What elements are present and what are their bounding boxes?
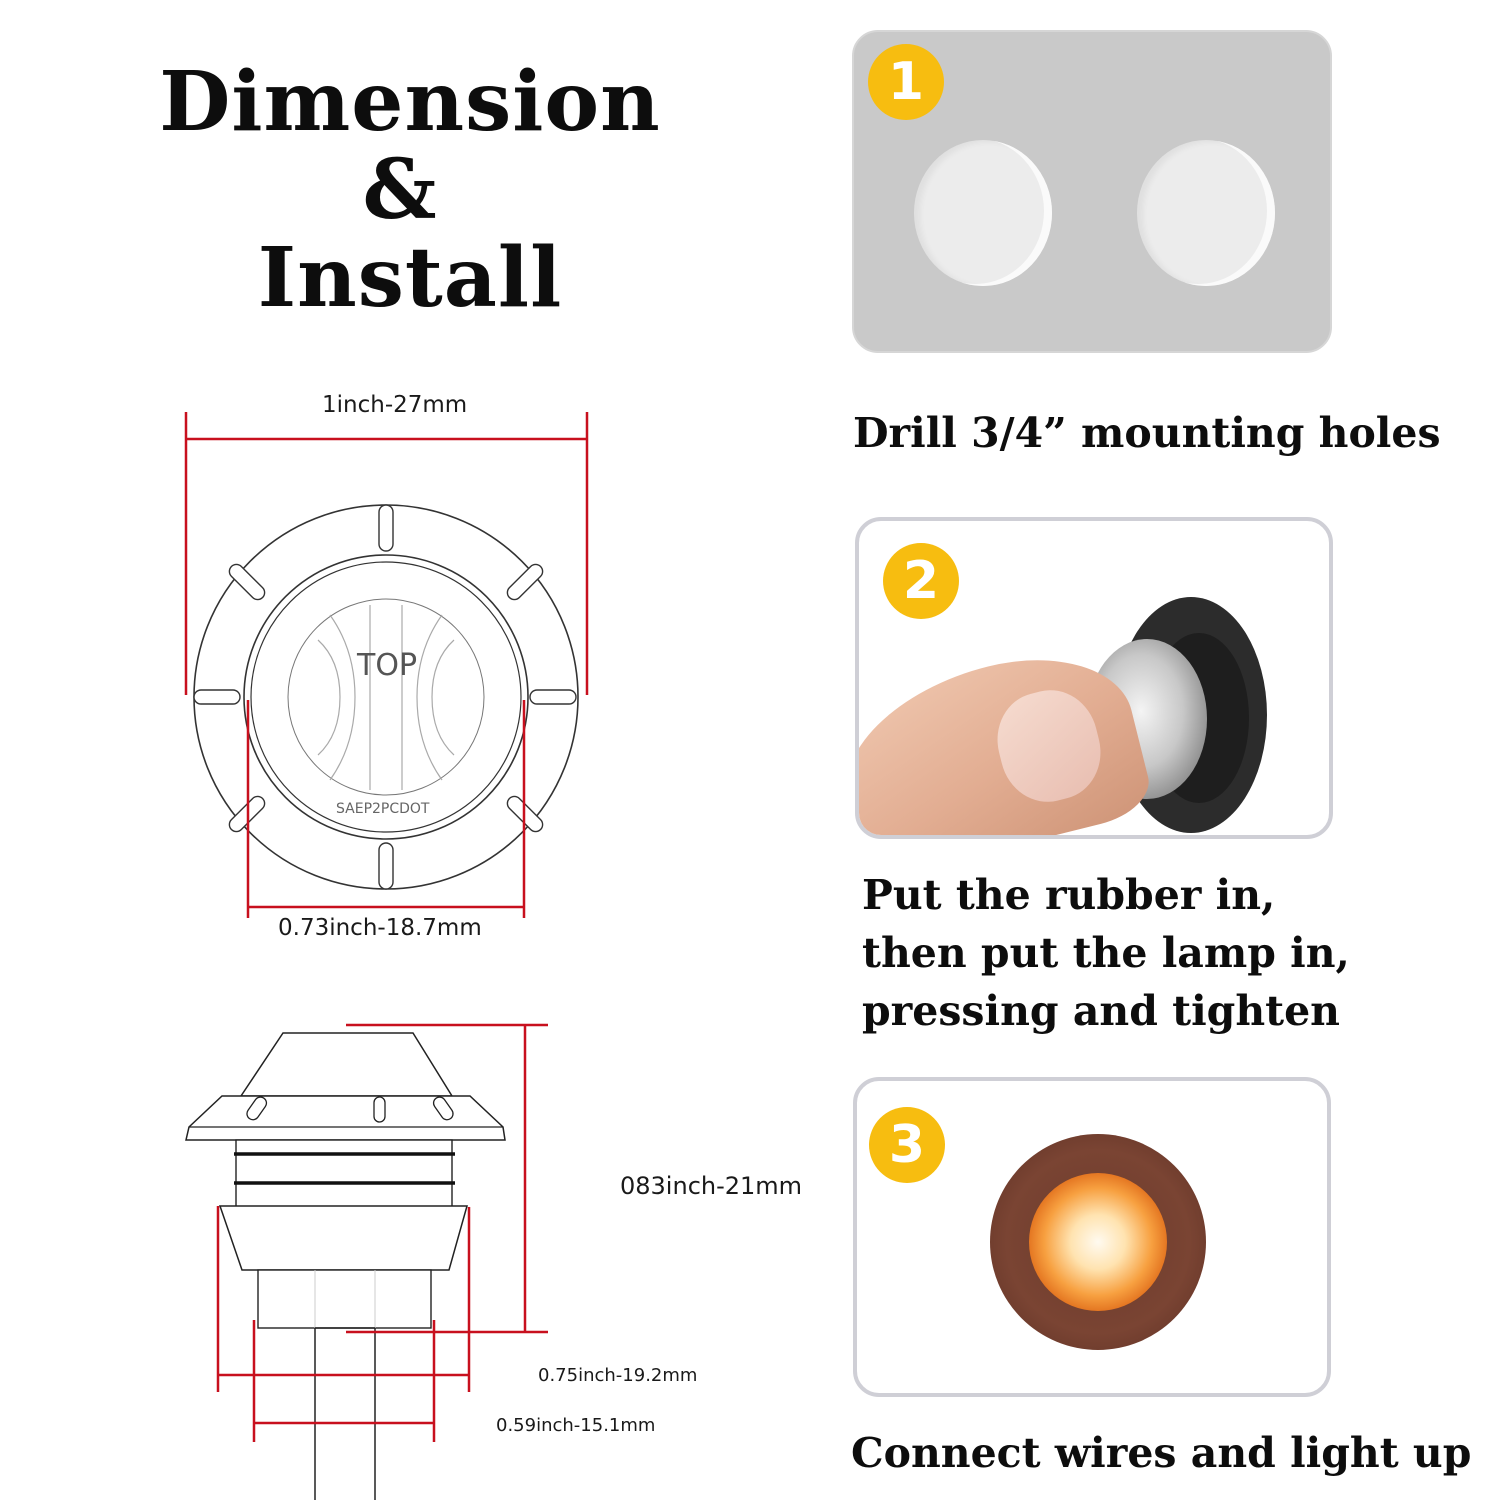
step-2-caption-line-2: then put the lamp in, xyxy=(862,929,1350,977)
inner-diameter-label: 0.73inch-18.7mm xyxy=(278,915,482,941)
step-1-badge: 1 xyxy=(868,44,944,120)
flange-width-label: 0.75inch-19.2mm xyxy=(538,1365,698,1386)
page-title: Dimension & Install xyxy=(150,58,670,322)
step-3-panel: 3 xyxy=(853,1077,1331,1397)
step-2-caption: Put the rubber in, then put the lamp in,… xyxy=(862,866,1350,1040)
step-2-caption-line-1: Put the rubber in, xyxy=(862,871,1276,919)
step-2-caption-line-3: pressing and tighten xyxy=(862,987,1340,1035)
top-view-drawing: 1inch-27mm TOP SAEP2PCDOT 0.73inch-18.7m… xyxy=(170,380,610,960)
step-2-panel: 2 xyxy=(855,517,1333,839)
outer-diameter-label: 1inch-27mm xyxy=(322,392,468,418)
mounting-hole-left xyxy=(914,140,1052,286)
step-3-caption: Connect wires and light up xyxy=(851,1429,1472,1477)
step-2-badge: 2 xyxy=(883,543,959,619)
mounting-hole-right xyxy=(1137,140,1275,286)
step-1-caption: Drill 3/4” mounting holes xyxy=(853,409,1441,457)
body-width-label: 0.59inch-15.1mm xyxy=(496,1415,656,1436)
title-line-2: & xyxy=(362,142,438,238)
lit-amber-lens xyxy=(1029,1173,1167,1311)
title-line-1: Dimension xyxy=(159,54,661,150)
step-1-panel: 1 xyxy=(852,30,1332,353)
lens-top-label: TOP xyxy=(357,648,418,683)
top-view-lamp-icon xyxy=(184,412,589,918)
step-3-badge: 3 xyxy=(869,1107,945,1183)
height-label: 083inch-21mm xyxy=(620,1172,803,1200)
lens-marking-label: SAEP2PCDOT xyxy=(336,801,430,817)
title-line-3: Install xyxy=(257,230,563,326)
side-view-drawing: 083inch-21mm 0.75inch-19.2mm 0.59inch-15… xyxy=(180,1010,820,1500)
side-view-lamp-icon xyxy=(185,1023,548,1500)
